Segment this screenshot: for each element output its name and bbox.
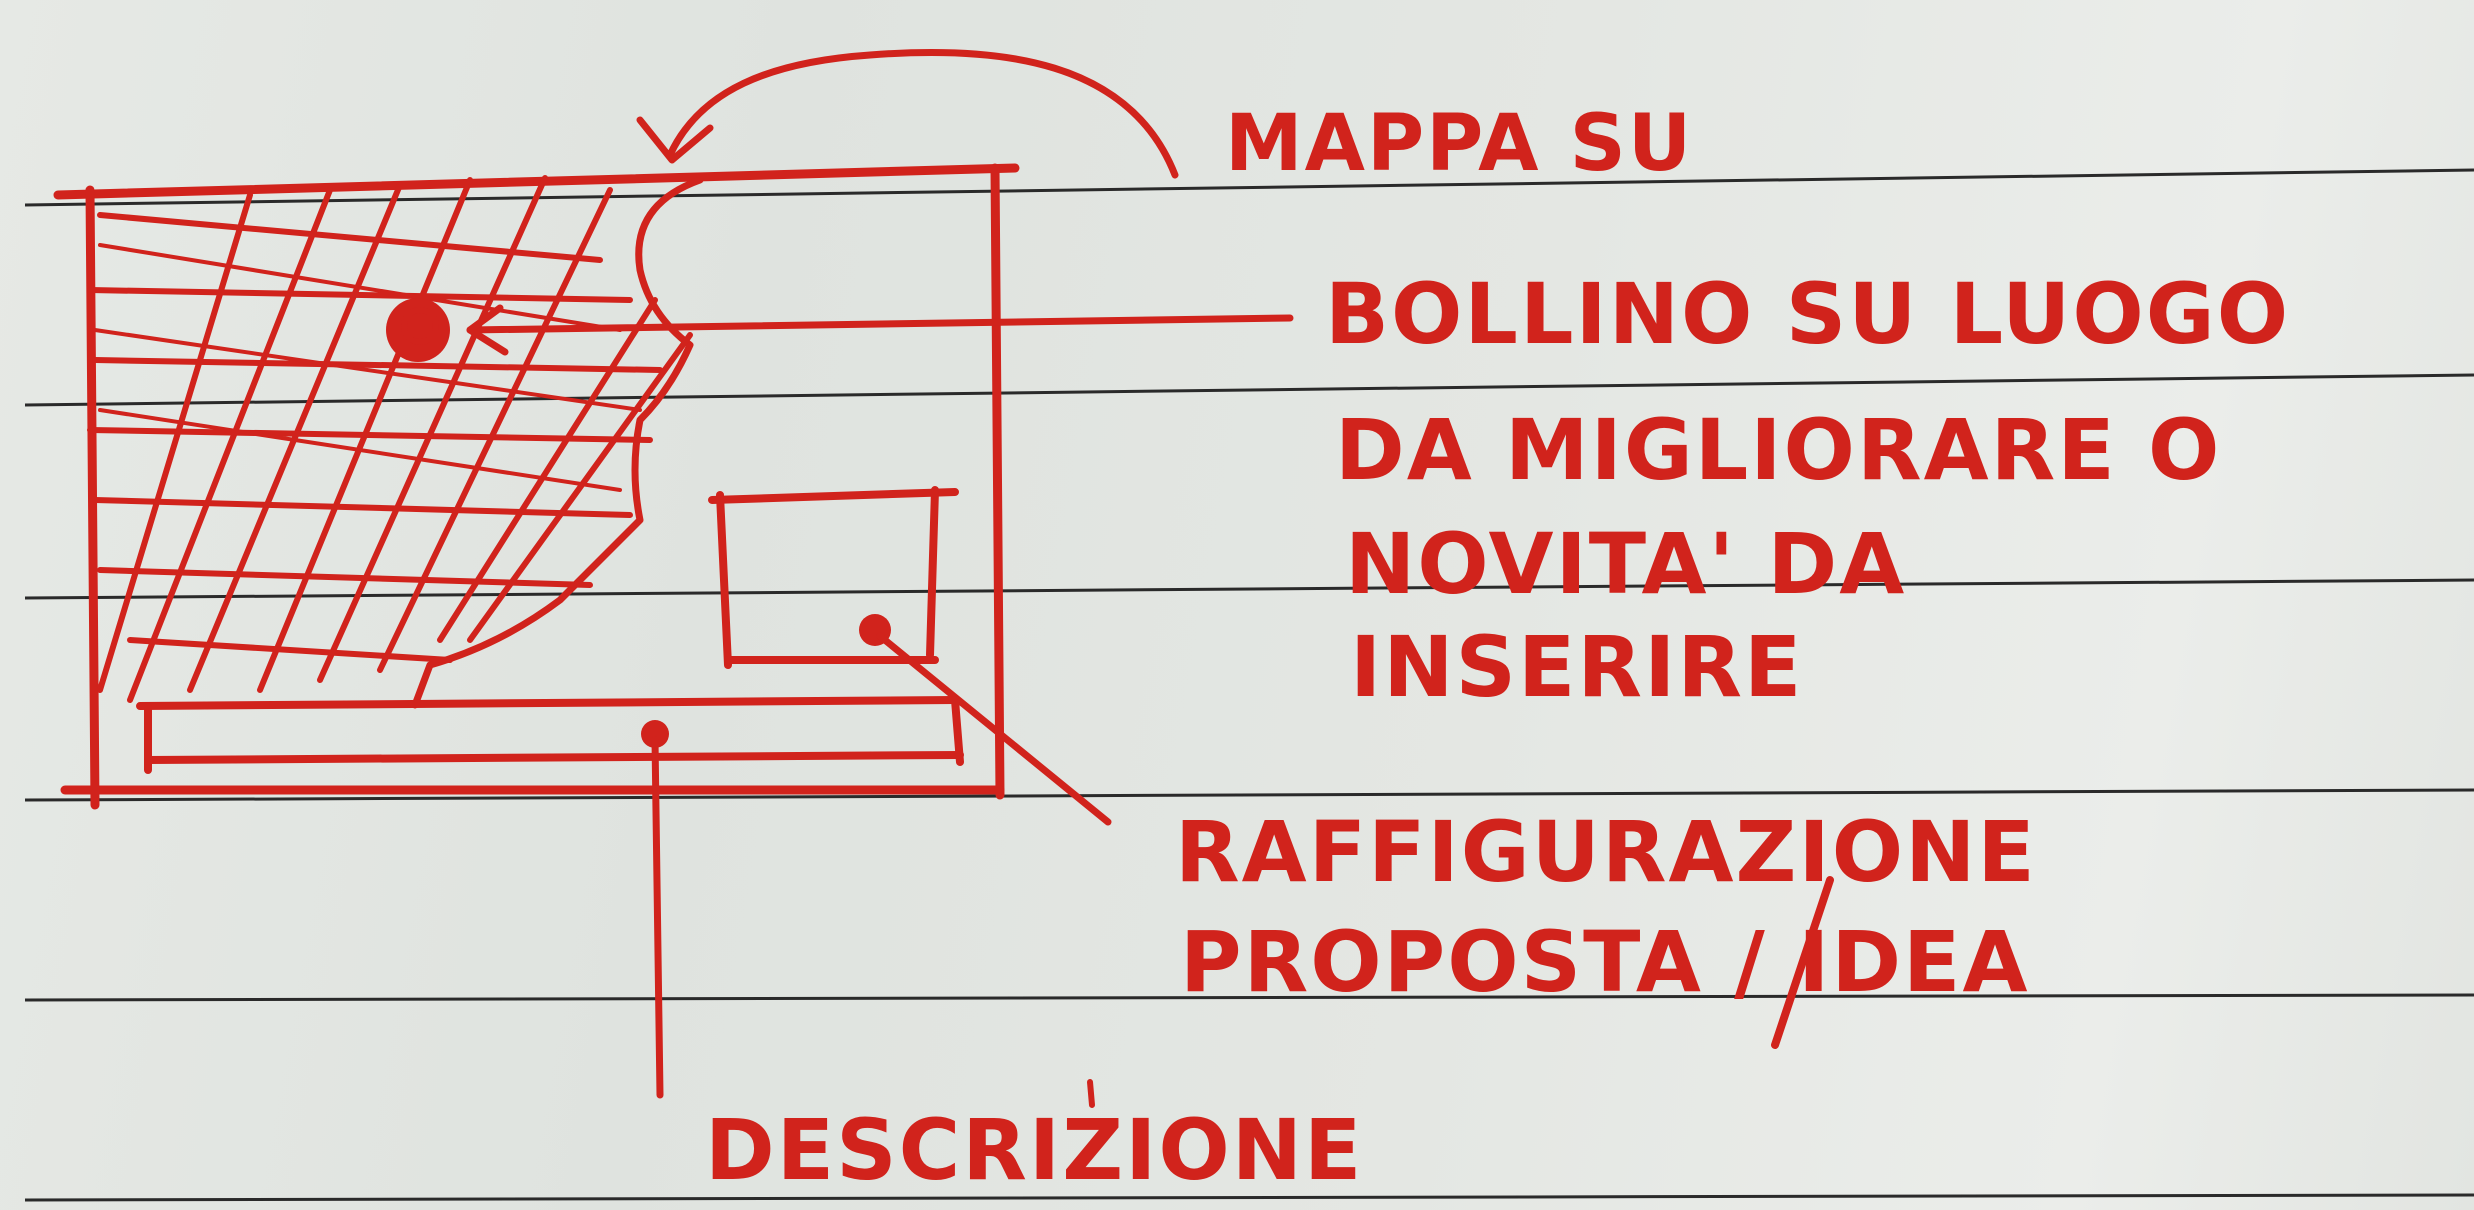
proposal-label-line-2: PROPOSTA / IDEA (1180, 913, 2030, 1011)
ruled-line (24, 993, 2474, 1002)
pin-label-line-4: INSERIRE (1350, 618, 1804, 716)
ruled-lines (24, 168, 2474, 1202)
ruled-line (24, 788, 2474, 802)
screen-frame (53, 163, 1020, 810)
proposal-label-line-1: RAFFIGURAZIONE (1175, 803, 2037, 901)
map-pin-marker (386, 298, 450, 362)
ruled-line (24, 373, 2474, 407)
description-label: DESCRIZIONE (705, 1101, 1364, 1199)
proposal-image-box (708, 486, 959, 669)
ruled-line (24, 578, 2474, 600)
slash-mark (1771, 876, 1834, 1049)
description-pin-leader (641, 720, 669, 1099)
pin-label-line-2: DA MIGLIORARE O (1335, 401, 2222, 499)
map-arrow (636, 48, 1179, 179)
pin-label-line-1: BOLLINO SU LUOGO (1325, 265, 2291, 363)
proposal-pin-leader (859, 614, 1112, 826)
map-area (87, 175, 704, 709)
ruled-line (24, 1193, 2474, 1202)
ruled-line (24, 168, 2474, 207)
description-bar (136, 696, 964, 774)
map-label: MAPPA SU (1225, 99, 1694, 189)
pin-leader-line (466, 304, 1294, 356)
tick-mark (1087, 1079, 1095, 1108)
pin-label-line-3: NOVITA' DA (1345, 515, 1907, 613)
